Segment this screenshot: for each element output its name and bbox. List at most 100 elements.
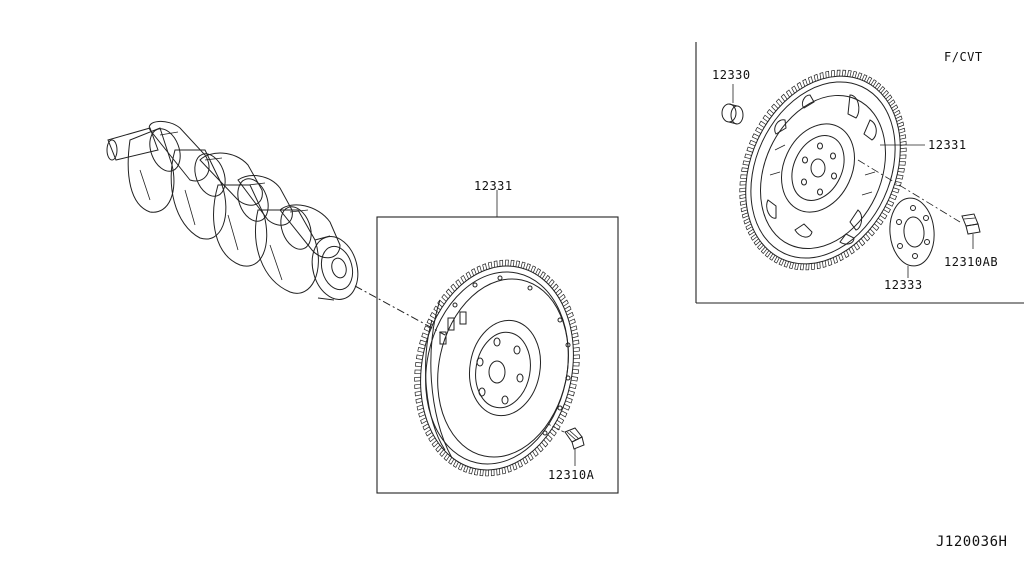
- gear-tooth: [791, 85, 798, 94]
- gear-tooth: [831, 70, 835, 77]
- gear-tooth: [457, 463, 464, 471]
- gear-tooth: [558, 293, 566, 302]
- gear-tooth: [758, 120, 767, 128]
- gear-tooth: [455, 279, 462, 287]
- gear-tooth: [515, 260, 521, 268]
- gear-tooth: [783, 260, 789, 268]
- gear-tooth: [743, 218, 751, 225]
- gear-tooth: [739, 181, 747, 186]
- gear-tooth: [463, 465, 469, 473]
- gear-tooth: [460, 274, 467, 283]
- cvt-alignment-line: [857, 159, 961, 223]
- pilot-bushing-illustration: [721, 103, 744, 125]
- gear-tooth: [450, 283, 458, 292]
- drive-plate-ring-gear-teeth: [739, 69, 907, 271]
- gear-tooth: [848, 246, 855, 255]
- gear-tooth: [836, 69, 841, 77]
- gear-tooth: [522, 456, 529, 465]
- gear-tooth: [794, 263, 799, 270]
- gear-tooth: [807, 76, 814, 84]
- gear-tooth: [487, 261, 493, 269]
- gear-tooth: [539, 271, 546, 279]
- gear-tooth: [872, 223, 880, 231]
- gear-tooth: [490, 469, 495, 477]
- gear-tooth: [740, 174, 748, 179]
- gear-tooth: [572, 369, 580, 374]
- gear-tooth: [751, 133, 760, 140]
- gear-tooth: [527, 453, 534, 462]
- gear-tooth: [422, 423, 430, 431]
- gear-tooth: [471, 268, 477, 276]
- gear-tooth: [570, 325, 578, 332]
- gear-tooth: [505, 259, 509, 267]
- gear-tooth: [567, 390, 575, 397]
- gear-tooth: [878, 85, 886, 94]
- gear-tooth: [417, 347, 425, 353]
- gear-tooth: [796, 81, 803, 90]
- gear-tooth: [565, 397, 573, 404]
- gear-tooth: [843, 250, 850, 259]
- gear-tooth: [805, 263, 810, 271]
- gear-tooth: [525, 263, 531, 271]
- gear-tooth: [448, 457, 455, 465]
- gear-tooth: [866, 76, 873, 84]
- gear-tooth: [832, 256, 839, 264]
- gear-tooth: [426, 318, 435, 326]
- gear-tooth: [838, 253, 844, 262]
- gear-tooth: [544, 274, 551, 283]
- gear-tooth: [473, 468, 479, 476]
- gear-tooth: [415, 397, 423, 404]
- gear-tooth: [883, 206, 891, 214]
- gear-tooth: [561, 299, 569, 307]
- gear-tooth: [745, 223, 753, 231]
- gear-tooth: [888, 99, 896, 107]
- gear-tooth: [744, 153, 752, 160]
- gear-tooth: [493, 260, 498, 268]
- gear-tooth: [742, 160, 750, 166]
- gear-tooth: [750, 233, 758, 241]
- crankshaft-illustration: [106, 121, 359, 301]
- gear-tooth: [739, 187, 746, 193]
- part-label-12330: 12330: [712, 68, 751, 82]
- gear-tooth: [746, 146, 754, 153]
- gear-tooth: [414, 383, 421, 390]
- gear-tooth: [799, 263, 805, 271]
- gear-tooth: [893, 109, 901, 117]
- gear-tooth: [897, 121, 905, 128]
- gear-tooth: [889, 193, 898, 201]
- gear-tooth: [766, 109, 774, 117]
- gear-tooth: [879, 212, 888, 220]
- gear-tooth: [760, 246, 768, 255]
- gear-tooth: [429, 311, 438, 320]
- gear-tooth: [512, 462, 518, 471]
- gear-tooth: [895, 115, 903, 122]
- gear-tooth: [415, 354, 423, 360]
- gear-tooth: [876, 217, 884, 226]
- gear-tooth: [479, 469, 484, 477]
- gear-tooth: [437, 299, 445, 308]
- gear-tooth: [841, 69, 847, 77]
- gear-tooth: [506, 465, 512, 473]
- gear-tooth: [741, 167, 749, 173]
- gear-tooth: [892, 187, 900, 194]
- gear-tooth: [414, 369, 422, 375]
- gear-tooth: [811, 263, 815, 270]
- bolt-12310a-illustration: [547, 423, 585, 450]
- gear-tooth: [425, 429, 433, 437]
- gear-tooth: [769, 253, 776, 261]
- gear-tooth: [551, 283, 559, 292]
- gear-tooth: [414, 362, 422, 367]
- gear-tooth: [572, 361, 580, 367]
- gear-tooth: [553, 422, 561, 431]
- gear-tooth: [571, 332, 579, 339]
- gear-tooth: [482, 263, 488, 271]
- reinforcement-plate-illustration: [889, 197, 935, 267]
- gear-tooth: [545, 434, 553, 443]
- gear-tooth: [853, 242, 861, 251]
- gear-tooth: [418, 411, 426, 418]
- gear-tooth: [780, 93, 788, 102]
- gear-tooth: [541, 439, 549, 448]
- drive-plate-illustration: [739, 69, 907, 271]
